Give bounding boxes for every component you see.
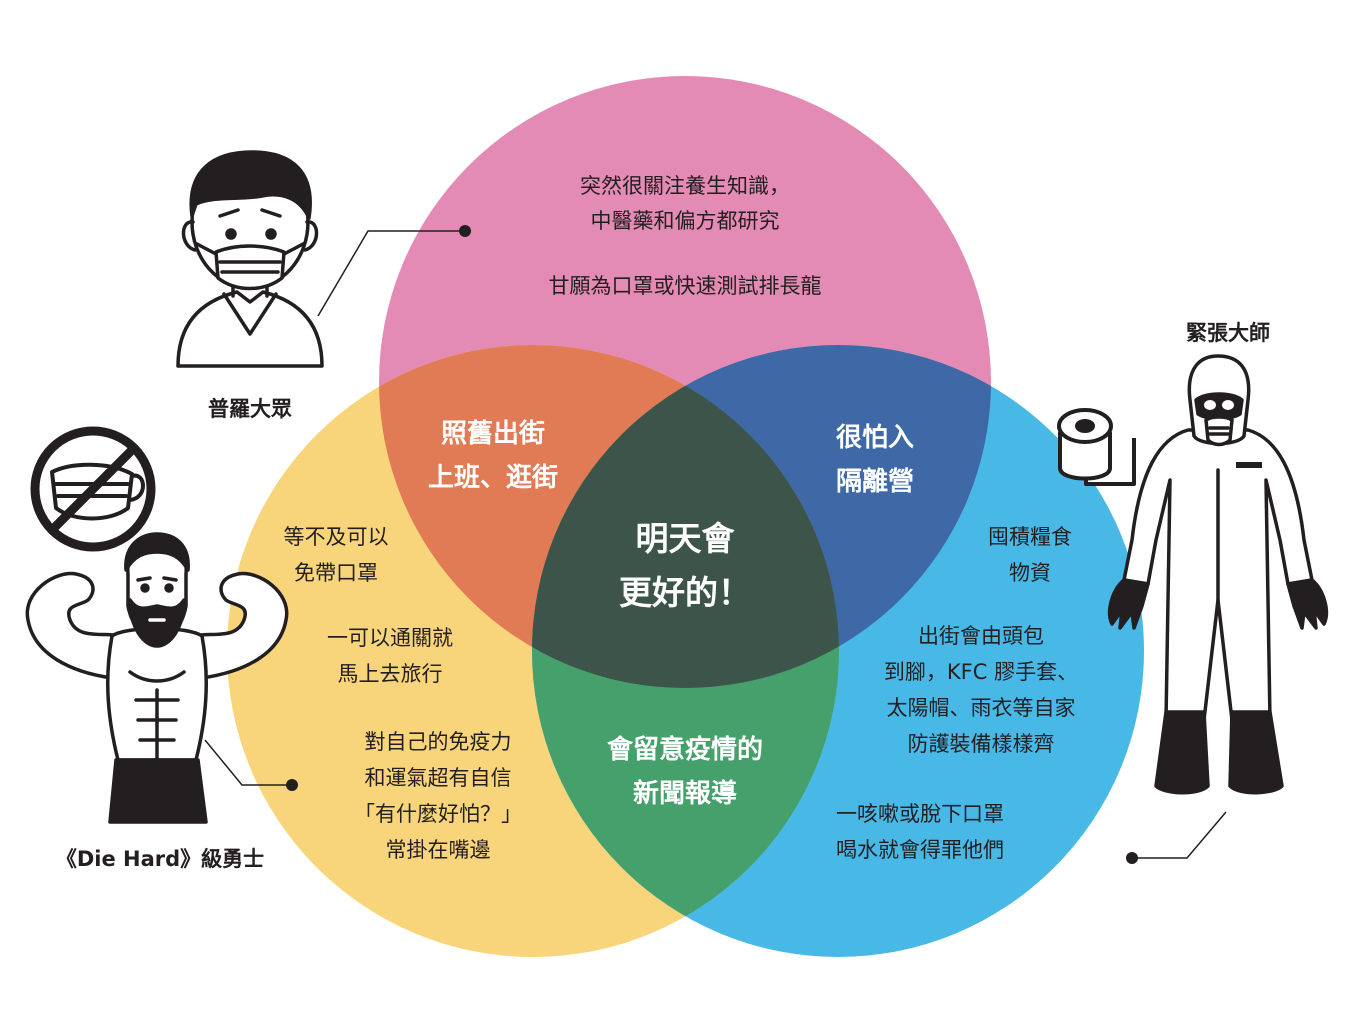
connector-dot <box>1126 852 1138 864</box>
toilet-paper-icon <box>1057 408 1136 486</box>
connector-general-public <box>317 230 465 317</box>
yellow-block-2: 一可以通關就 馬上去旅行 <box>290 620 490 692</box>
connector-nervous-master <box>1132 811 1227 859</box>
text-line: 對自己的免疫力 <box>364 730 512 754</box>
overlap-text-pink-yellow: 照舊出街 上班、逛街 <box>393 412 593 500</box>
pink-text-line-3: 甘願為口罩或快速測試排長龍 <box>548 274 822 298</box>
text-line: 太陽帽、雨衣等自家 <box>886 696 1076 720</box>
text-line: 防護裝備樣樣齊 <box>907 732 1055 756</box>
text-line: 等不及可以 <box>283 525 389 549</box>
text-line: 一可以通關就 <box>327 626 453 650</box>
pink-text-line-2: 中醫藥和偏方都研究 <box>590 209 780 233</box>
blue-block-2: 出街會由頭包 到腳，KFC 膠手套、 太陽帽、雨衣等自家 防護裝備樣樣齊 <box>846 618 1116 762</box>
center-text: 明天會 更好的！ <box>575 512 795 620</box>
masked-person-icon <box>176 150 324 368</box>
no-mask-icon <box>30 426 156 552</box>
overlap-text-yellow-blue: 會留意疫情的 新聞報導 <box>575 728 795 816</box>
text-line: 會留意疫情的 <box>606 735 763 765</box>
text-line: 物資 <box>1009 561 1051 585</box>
connector-die-hard <box>204 739 292 786</box>
text-line: 照舊出街 <box>440 419 545 449</box>
yellow-block-1: 等不及可以 免帶口罩 <box>236 519 436 591</box>
persona-label-die-hard: 《Die Hard》級勇士 <box>56 847 264 871</box>
text-line: 「有什麼好怕？」 <box>354 802 522 826</box>
hazmat-suit-icon <box>1107 354 1329 795</box>
text-line: 明天會 <box>635 519 735 558</box>
persona-label-nervous-master: 緊張大師 <box>1186 321 1270 345</box>
text-line: 馬上去旅行 <box>337 662 443 686</box>
text-line: 很怕入 <box>835 423 914 453</box>
text-line: 隔離營 <box>835 467 914 497</box>
connector-dot <box>286 779 298 791</box>
text-line: 喝水就會得罪他們 <box>836 838 1004 862</box>
text-line: 常掛在嘴邊 <box>385 838 491 862</box>
text-line: 新聞報導 <box>632 779 737 809</box>
overlap-text-pink-blue: 很怕入 隔離營 <box>775 416 975 504</box>
pink-text-line-1: 突然很關注養生知識， <box>580 174 790 198</box>
text-line: 更好的！ <box>619 573 751 612</box>
muscle-man-icon <box>25 532 289 824</box>
text-line: 囤積糧食 <box>988 525 1072 549</box>
persona-label-general-public: 普羅大眾 <box>208 397 292 421</box>
blue-block-1: 囤積糧食 物資 <box>930 519 1130 591</box>
text-line: 出街會由頭包 <box>918 624 1044 648</box>
text-line: 免帶口罩 <box>294 561 378 585</box>
connector-dot <box>459 225 471 237</box>
text-line: 和運氣超有自信 <box>364 766 512 790</box>
blue-block-3: 一咳嗽或脫下口罩 喝水就會得罪他們 <box>800 796 1040 868</box>
text-line: 上班、逛街 <box>427 463 558 493</box>
yellow-block-3: 對自己的免疫力 和運氣超有自信 「有什麼好怕？」 常掛在嘴邊 <box>318 724 558 868</box>
text-line: 到腳，KFC 膠手套、 <box>883 660 1079 684</box>
text-line: 一咳嗽或脫下口罩 <box>836 802 1004 826</box>
